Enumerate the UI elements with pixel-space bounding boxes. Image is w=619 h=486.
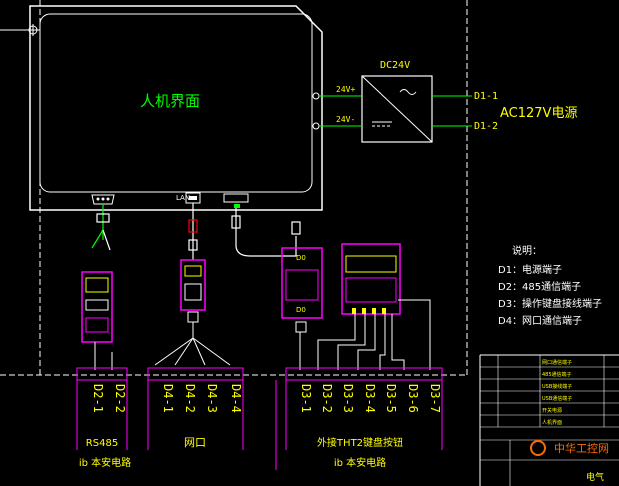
group-rs485: RS485 xyxy=(86,438,118,449)
notes-title: 说明： xyxy=(512,244,542,257)
group-net: 网口 xyxy=(184,436,206,449)
terminal-label: D3-4 xyxy=(363,384,377,413)
title-row: 485通信端子 xyxy=(542,371,572,378)
terminal-label: D4-4 xyxy=(229,384,243,413)
lan-label: LAN xyxy=(176,194,190,202)
terminal-strip-d3 xyxy=(275,367,443,470)
terminal-label: D2-1 xyxy=(91,384,105,413)
power-supply: DC24V 24V+ 24V- D1-1 D1-2 AC127V电源 xyxy=(312,60,577,143)
title-footer: 电气 xyxy=(586,471,604,483)
hmi-label: 人机界面 xyxy=(140,92,200,110)
crosshair-icon xyxy=(27,24,39,36)
terminal-strip-d4 xyxy=(147,367,244,450)
terminal-label: D3-2 xyxy=(320,384,334,413)
terminal-label: D3-1 xyxy=(299,384,313,413)
lan-port-icon: LAN xyxy=(176,192,201,204)
group-keyboard-sub: ib 本安电路 xyxy=(334,456,386,469)
terminal-label: D4-3 xyxy=(205,384,219,413)
power-source-label: AC127V电源 xyxy=(500,106,577,121)
terminal-label: D4-1 xyxy=(161,384,175,413)
power-terminal-1: D1-1 xyxy=(474,91,498,102)
title-row: 网口通信端子 xyxy=(542,359,572,366)
notes-block: 说明： D1：电源端子 D2：485通信端子 D3：操作键盘接线端子 D4：网口… xyxy=(498,244,602,327)
title-row: USB接线端子 xyxy=(542,383,572,390)
serial-port-icon xyxy=(91,194,115,205)
usb-board: D0 D0 xyxy=(281,247,323,333)
title-row: 人机界面 xyxy=(542,419,562,426)
terminal-strip-d2 xyxy=(76,367,128,450)
title-block: 网口通信端子 485通信端子 USB接线端子 USB通信端子 开关电源 人机界面… xyxy=(480,355,619,486)
watermark-logo: 中华工控网 xyxy=(554,441,609,455)
power-pos-label: 24V+ xyxy=(336,85,355,94)
note-item: D3：操作键盘接线端子 xyxy=(498,297,602,310)
keyboard-board xyxy=(341,243,401,315)
power-neg-label: 24V- xyxy=(336,115,355,124)
terminal-label: D3-5 xyxy=(384,384,398,413)
power-terminal-2: D1-2 xyxy=(474,121,498,132)
hmi-panel: 人机界面 xyxy=(29,5,323,211)
net-board xyxy=(180,259,206,323)
title-row: USB通信端子 xyxy=(542,395,572,402)
terminal-label: D4-2 xyxy=(183,384,197,413)
terminal-wires xyxy=(94,299,431,370)
terminal-label: D3-3 xyxy=(341,384,355,413)
chip-label: D0 xyxy=(296,306,306,314)
rs485-board xyxy=(81,271,113,352)
terminal-label: D3-6 xyxy=(406,384,420,413)
power-module-label: DC24V xyxy=(380,60,410,71)
group-keyboard: 外接THT2键盘按钮 xyxy=(317,436,403,449)
title-row: 开关电源 xyxy=(542,407,562,414)
gear-icon xyxy=(530,440,546,456)
group-rs485-sub: ib 本安电路 xyxy=(79,456,131,469)
terminal-label: D2-2 xyxy=(113,384,127,413)
note-item: D2：485通信端子 xyxy=(498,280,581,293)
terminal-labels: D2-1 D2-2 D4-1 D4-2 D4-3 D4-4 D3-1 D3-2 D3-3 D3-4… xyxy=(91,384,442,413)
usb-port-icon xyxy=(223,193,249,208)
chip-label: D0 xyxy=(296,254,306,262)
terminal-label: D3-7 xyxy=(428,384,442,413)
note-item: D4：网口通信端子 xyxy=(498,314,582,327)
cables xyxy=(91,203,301,260)
note-item: D1：电源端子 xyxy=(498,263,562,276)
